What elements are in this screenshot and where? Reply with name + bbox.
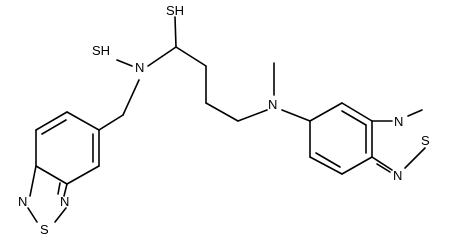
bond: [309, 156, 343, 175]
bond: [27, 207, 38, 223]
bond: [175, 46, 207, 67]
double-bond: [315, 152, 341, 168]
bond: [309, 102, 343, 122]
atom-labels: SH SH N N N S N N S N: [18, 3, 430, 237]
bond: [205, 102, 239, 122]
left-benzothiadiazole: [27, 79, 140, 223]
atom-ring-right-n-a: N: [394, 114, 403, 129]
bond: [407, 109, 423, 117]
atom-ring-left-n-b: N: [60, 194, 69, 209]
double-bond: [376, 163, 391, 173]
atom-sh-left: SH: [92, 43, 110, 58]
bond: [122, 79, 140, 116]
atom-ring-right-s: S: [421, 133, 430, 148]
atom-ring-right-n-b: N: [393, 168, 402, 183]
double-bond: [41, 119, 67, 135]
bond: [63, 183, 68, 197]
atom-n-right: N: [268, 97, 277, 112]
alkyl-chain: [116, 16, 311, 122]
atom-sh-top: SH: [166, 3, 184, 18]
bond: [98, 114, 124, 131]
atom-ring-left-s: S: [40, 222, 49, 237]
bond: [35, 165, 68, 185]
atom-ring-left-n-a: N: [18, 194, 27, 209]
double-bond: [57, 182, 61, 195]
bond: [404, 147, 426, 169]
bond: [174, 16, 177, 48]
bond: [341, 156, 373, 175]
bond: [66, 165, 100, 185]
bond: [116, 59, 133, 67]
bond: [35, 111, 68, 131]
bond: [147, 46, 177, 67]
bond: [237, 109, 268, 122]
bond: [371, 156, 393, 171]
bond: [341, 102, 373, 122]
bond: [54, 207, 67, 223]
bond: [281, 109, 311, 122]
atom-n-left: N: [135, 60, 144, 75]
bond: [29, 165, 37, 197]
double-bond: [341, 110, 367, 126]
right-benzothiadiazole: [309, 102, 426, 175]
bond: [66, 111, 100, 131]
